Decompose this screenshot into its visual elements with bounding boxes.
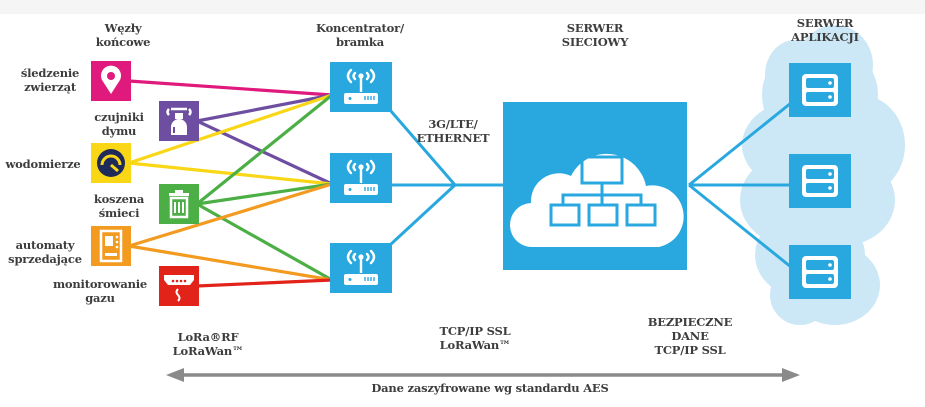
vending-machine-icon xyxy=(99,229,123,263)
label-server-to-app: BEZPIECZNE DANE TCP/IP SSL xyxy=(647,315,733,357)
server-icon xyxy=(802,74,838,106)
header-app-server: SERWER APLIKACJI xyxy=(791,16,859,44)
label-radio: LoRa®RF LoRaWan™ xyxy=(172,330,244,358)
node-label-vending-machines: automaty sprzedające xyxy=(8,238,82,266)
link-water-meters-gw2 xyxy=(127,161,334,186)
org-connectors xyxy=(561,183,643,205)
link-vending-machines-gw2 xyxy=(127,182,334,248)
label-encryption: Dane zaszyfrowane wg standardu AES xyxy=(371,381,609,395)
node-gas-monitoring xyxy=(159,266,199,306)
node-to-gateway-links xyxy=(127,79,334,288)
link-water-meters-gw1 xyxy=(127,93,334,165)
map-pin-icon xyxy=(101,65,121,94)
app-server-2 xyxy=(789,154,851,208)
node-waste-bins xyxy=(159,184,199,224)
node-label-waste-bins: koszena śmieci xyxy=(93,192,145,220)
link-smoke-sensors-gw2 xyxy=(195,119,334,186)
trash-bin-icon xyxy=(169,190,189,219)
end-nodes xyxy=(91,61,199,306)
gateway-1 xyxy=(330,62,392,112)
link-waste-bins-gw3 xyxy=(195,202,334,282)
gauge-icon xyxy=(97,149,125,177)
link-waste-bins-gw1 xyxy=(195,93,334,206)
gateway-3 xyxy=(330,243,392,293)
gateway-router-icon xyxy=(344,159,378,195)
node-water-meters xyxy=(91,143,131,183)
top-band xyxy=(0,0,925,14)
node-label-smoke-sensors: czujniki dymu xyxy=(94,110,144,138)
app-link-3 xyxy=(688,183,792,269)
backhaul-links xyxy=(388,109,503,247)
app-server-3 xyxy=(789,245,851,299)
node-label-animal-tracking: śledzenie zwierząt xyxy=(20,66,80,94)
org-child-box-2 xyxy=(587,203,619,227)
cloud-network-icon xyxy=(509,153,684,248)
gateway-router-icon xyxy=(344,68,378,104)
network-server xyxy=(503,102,687,270)
app-link-1 xyxy=(688,101,792,187)
label-gateway-to-server: TCP/IP SSL LoRaWan™ xyxy=(439,324,511,352)
node-smoke-sensors xyxy=(159,101,199,141)
header-gateway: Koncentrator/ bramka xyxy=(316,21,404,49)
label-backhaul: 3G/LTE/ ETHERNET xyxy=(416,117,490,145)
backhaul-link-gw1 xyxy=(388,109,457,186)
org-child-box-3 xyxy=(625,203,657,227)
smoke-detector-icon xyxy=(166,107,192,135)
link-waste-bins-gw2 xyxy=(195,182,334,206)
arrow-head-right xyxy=(782,368,800,382)
server-icon xyxy=(802,256,838,288)
encryption-arrow xyxy=(166,368,800,382)
app-server-1 xyxy=(789,63,851,117)
gateway-2 xyxy=(330,153,392,203)
node-label-gas-monitoring: monitorowanie gazu xyxy=(52,277,148,305)
gateways xyxy=(330,62,392,293)
server-icon xyxy=(802,165,838,197)
link-animal-tracking-gw1 xyxy=(127,79,334,97)
node-animal-tracking xyxy=(91,61,131,101)
gateway-router-icon xyxy=(344,249,378,285)
org-child-box-1 xyxy=(549,203,581,227)
link-vending-machines-gw3 xyxy=(127,244,334,282)
backhaul-link-gw3 xyxy=(388,183,457,247)
server-to-app-links xyxy=(688,101,792,269)
header-network-server: SERWER SIECIOWY xyxy=(561,21,629,49)
application-servers xyxy=(789,63,851,299)
link-smoke-sensors-gw1 xyxy=(195,93,334,123)
arrow-head-left xyxy=(166,368,184,382)
link-gas-monitoring-gw3 xyxy=(195,278,334,288)
node-vending-machines xyxy=(91,226,131,266)
gas-detector-icon xyxy=(164,275,194,302)
node-label-water-meters: wodomierze xyxy=(5,157,81,171)
header-end-nodes: Węzły końcowe xyxy=(95,21,151,49)
